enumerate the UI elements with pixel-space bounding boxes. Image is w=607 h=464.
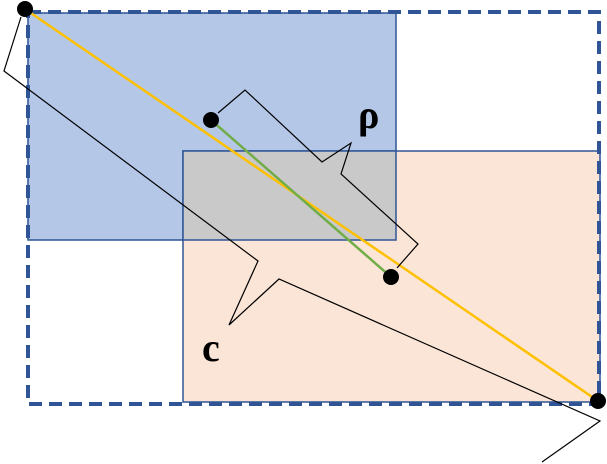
corner-point-top-left [17, 1, 33, 17]
enclosing-box [26, 10, 601, 406]
rho-label: ρ [358, 92, 379, 137]
center-point-a [203, 112, 219, 128]
center-point-b [383, 269, 399, 285]
center-distance-line [210, 119, 392, 278]
diagonal-line [24, 7, 599, 403]
corner-point-bottom-right [590, 393, 606, 409]
c-brace [3, 16, 602, 463]
overlap-region [182, 150, 397, 241]
c-label: c [202, 325, 220, 370]
rho-brace [217, 89, 419, 269]
